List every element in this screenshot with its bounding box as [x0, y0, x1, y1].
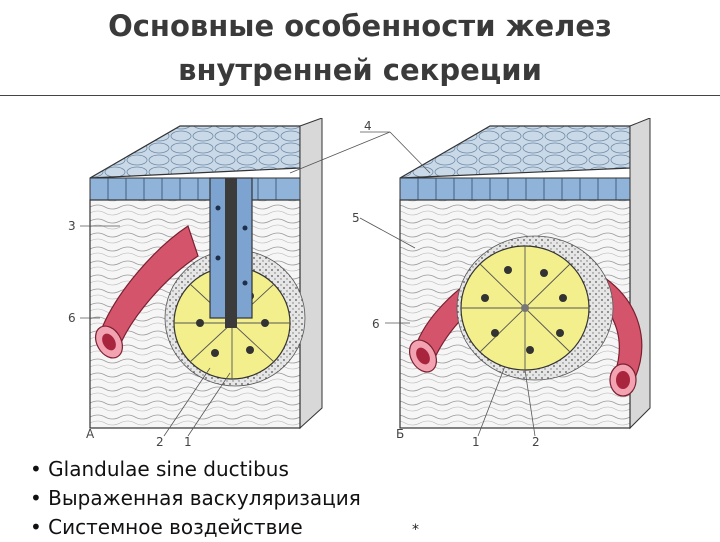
callout-1a: 1: [184, 435, 192, 448]
title-line-2: внутренней секреции: [178, 53, 542, 87]
callout-1b: 1: [472, 435, 480, 448]
title-line-1: Основные особенности желез: [108, 9, 612, 43]
bullet-list: Glandulae sine ductibus Выраженная васку…: [30, 455, 361, 542]
callout-4: 4: [364, 119, 372, 133]
label-a: А: [86, 427, 95, 441]
callout-6a: 6: [68, 311, 76, 325]
label-b: Б: [396, 427, 404, 441]
block-a: [80, 118, 323, 437]
epithelium-row-a: [89, 177, 301, 201]
block-b: [289, 118, 651, 437]
title-divider: [0, 95, 720, 96]
bullet-item: Glandulae sine ductibus: [30, 455, 361, 484]
callout-3: 3: [68, 219, 76, 233]
callout-6b: 6: [372, 317, 380, 331]
epithelium-surface-b: [399, 125, 631, 179]
epithelium-row-b: [399, 177, 631, 201]
gland-illustration: А Б 3 6 2 1 4 5 6 1 2: [68, 118, 651, 448]
slide-title: Основные особенности желез внутренней се…: [0, 4, 720, 92]
callout-5: 5: [352, 211, 360, 225]
footnote-mark: *: [412, 522, 419, 538]
callout-2a: 2: [156, 435, 164, 448]
bullet-item: Системное воздействие: [30, 513, 361, 542]
epithelium-surface-a: [89, 125, 301, 179]
callout-2b: 2: [532, 435, 540, 448]
bullet-item: Выраженная васкуляризация: [30, 484, 361, 513]
